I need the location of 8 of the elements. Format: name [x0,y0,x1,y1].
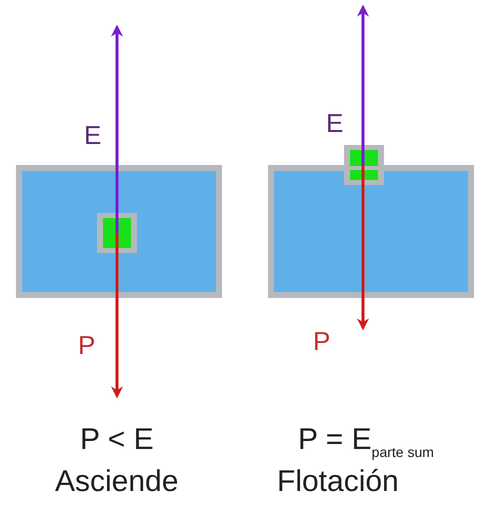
caption-text: Flotación [277,467,399,497]
force-label: P [78,332,96,358]
equation-label: P < E [80,425,154,455]
equation-label: P = E$_{parte sum}$ [298,425,434,459]
force-label: P [313,328,330,354]
force-label: E [326,110,344,136]
caption-text: Asciende [55,467,178,497]
force-label: E [84,122,102,148]
